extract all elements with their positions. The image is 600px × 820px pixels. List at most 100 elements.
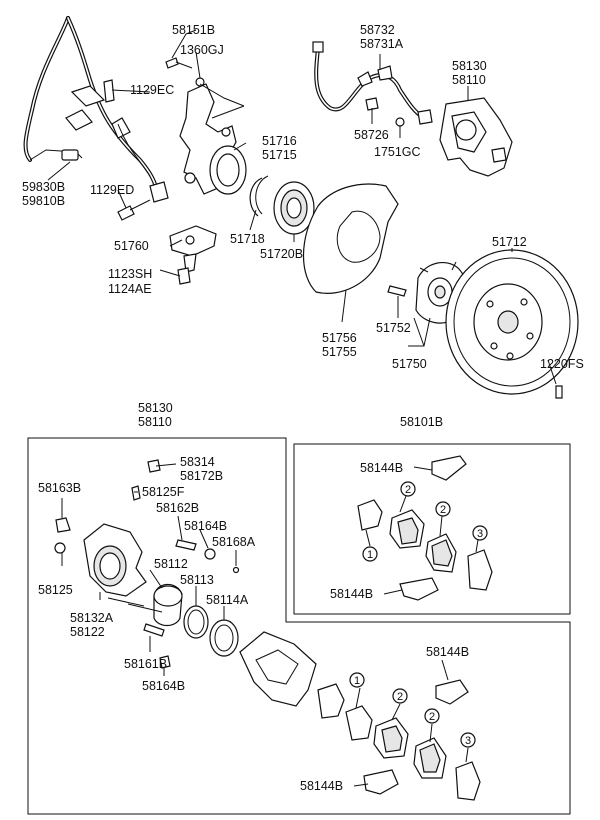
piston-58112 bbox=[153, 583, 183, 627]
label-58164b-bottom: 58164B bbox=[142, 679, 185, 693]
label-58172b: 58172B bbox=[180, 469, 223, 483]
svg-text:2: 2 bbox=[440, 504, 446, 516]
boot-58114a bbox=[209, 619, 239, 657]
label-58110-top: 58110 bbox=[452, 73, 486, 87]
pad-shim-3-lower bbox=[455, 761, 481, 801]
bolt-1129ed bbox=[117, 199, 151, 221]
hub-bolt-51752 bbox=[387, 285, 407, 297]
label-51716: 51716 bbox=[262, 134, 297, 148]
section-frame-caliper bbox=[27, 437, 571, 815]
snap-ring-51718 bbox=[249, 175, 269, 217]
label-51756: 51756 bbox=[322, 331, 357, 345]
label-58114a: 58114A bbox=[206, 593, 249, 607]
section-frame-pads bbox=[293, 443, 571, 615]
guide-pin-58161b bbox=[143, 623, 171, 669]
brake-pad-outer-upper bbox=[425, 533, 457, 573]
caliper-assembly-top bbox=[439, 97, 513, 177]
svg-text:3: 3 bbox=[465, 735, 471, 747]
svg-text:2: 2 bbox=[429, 711, 435, 723]
leader-lines-top bbox=[47, 29, 557, 385]
pad-clip-set-upper bbox=[399, 455, 467, 601]
part-number-labels: 58151B 1360GJ 1129EC 59830B 59810B 1129E… bbox=[22, 23, 584, 793]
seal-58113 bbox=[183, 605, 209, 639]
brake-pad-outer-lower-a bbox=[373, 717, 409, 759]
label-58101b: 58101B bbox=[400, 415, 443, 429]
label-58732: 58732 bbox=[360, 23, 395, 37]
disc-screw-1220fs bbox=[555, 385, 563, 399]
label-51715: 51715 bbox=[262, 148, 297, 162]
label-58151b: 58151B bbox=[172, 23, 215, 37]
label-58132a: 58132A bbox=[70, 611, 114, 625]
label-58113: 58113 bbox=[180, 573, 214, 587]
brake-pad-outer-lower-b bbox=[413, 737, 447, 779]
label-51712: 51712 bbox=[492, 235, 527, 249]
cap-58314 bbox=[147, 459, 161, 473]
callout-circle: 2 bbox=[400, 481, 416, 497]
label-58125f: 58125F bbox=[142, 485, 185, 499]
caliper-carrier-58122 bbox=[239, 631, 317, 707]
label-58112: 58112 bbox=[154, 557, 188, 571]
bolt-1129ec bbox=[103, 79, 115, 103]
lower-arm-ball-joint bbox=[169, 225, 217, 285]
bolt-58163b bbox=[55, 517, 71, 533]
label-51720b: 51720B bbox=[260, 247, 303, 261]
label-58161b: 58161B bbox=[124, 657, 167, 671]
pad-clip-set-lower bbox=[363, 679, 469, 795]
label-1751gc: 1751GC bbox=[374, 145, 421, 159]
label-58122: 58122 bbox=[70, 625, 105, 639]
caliper-body-58132a bbox=[83, 523, 147, 597]
label-1124ae: 1124AE bbox=[108, 282, 152, 296]
guide-pin-58162b bbox=[175, 539, 240, 574]
bolt-58151b bbox=[165, 57, 193, 69]
svg-text:1: 1 bbox=[354, 675, 360, 687]
svg-text:2: 2 bbox=[405, 484, 411, 496]
label-58731a: 58731A bbox=[360, 37, 404, 51]
callout-circle: 2 bbox=[424, 708, 440, 724]
callout-circle: 3 bbox=[472, 525, 488, 541]
wheel-speed-sensor-harness bbox=[23, 16, 169, 203]
sensor-wire-right bbox=[117, 123, 151, 177]
label-1129ed: 1129ED bbox=[90, 183, 134, 197]
brake-hose bbox=[312, 41, 433, 125]
label-51760: 51760 bbox=[114, 239, 149, 253]
callout-circle: 3 bbox=[460, 732, 476, 748]
callout-circle: 1 bbox=[349, 672, 365, 688]
leader-lines-bottom bbox=[61, 463, 479, 787]
steering-knuckle bbox=[179, 83, 247, 195]
label-51750: 51750 bbox=[392, 357, 427, 371]
dust-cover bbox=[302, 183, 399, 294]
bleeder-58125f bbox=[131, 485, 141, 501]
clip-1751gc bbox=[395, 117, 405, 127]
label-58144b-3: 58144B bbox=[426, 645, 469, 659]
label-58314: 58314 bbox=[180, 455, 215, 469]
brake-pad-inner-upper bbox=[389, 509, 425, 549]
callout-circle: 2 bbox=[392, 688, 408, 704]
label-51752: 51752 bbox=[376, 321, 411, 335]
bolt-58726 bbox=[365, 97, 379, 111]
label-58726: 58726 bbox=[354, 128, 389, 142]
label-1360gj: 1360GJ bbox=[180, 43, 224, 57]
pad-shim-lower bbox=[317, 683, 345, 719]
label-58130-bottom: 58130 bbox=[138, 401, 173, 415]
svg-text:1: 1 bbox=[367, 549, 373, 561]
label-58110-bottom: 58110 bbox=[138, 415, 172, 429]
label-58144b-1: 58144B bbox=[360, 461, 403, 475]
brake-pad-inner-lower bbox=[345, 705, 373, 741]
label-1129ec: 1129EC bbox=[130, 83, 174, 97]
pad-shim-3-upper bbox=[467, 549, 493, 591]
callout-circle: 1 bbox=[362, 546, 378, 562]
label-1220fs: 1220FS bbox=[540, 357, 584, 371]
nut-58125 bbox=[54, 542, 66, 554]
label-51755: 51755 bbox=[322, 345, 357, 359]
label-58144b-4: 58144B bbox=[300, 779, 343, 793]
label-58164b-top: 58164B bbox=[184, 519, 227, 533]
label-58163b: 58163B bbox=[38, 481, 81, 495]
label-58162b: 58162B bbox=[156, 501, 199, 515]
callout-circle: 2 bbox=[435, 501, 451, 517]
label-58144b-2: 58144B bbox=[330, 587, 373, 601]
label-59830b: 59830B bbox=[22, 180, 65, 194]
pad-shim-upper bbox=[357, 499, 383, 531]
label-58125: 58125 bbox=[38, 583, 73, 597]
brake-disc bbox=[445, 249, 579, 395]
